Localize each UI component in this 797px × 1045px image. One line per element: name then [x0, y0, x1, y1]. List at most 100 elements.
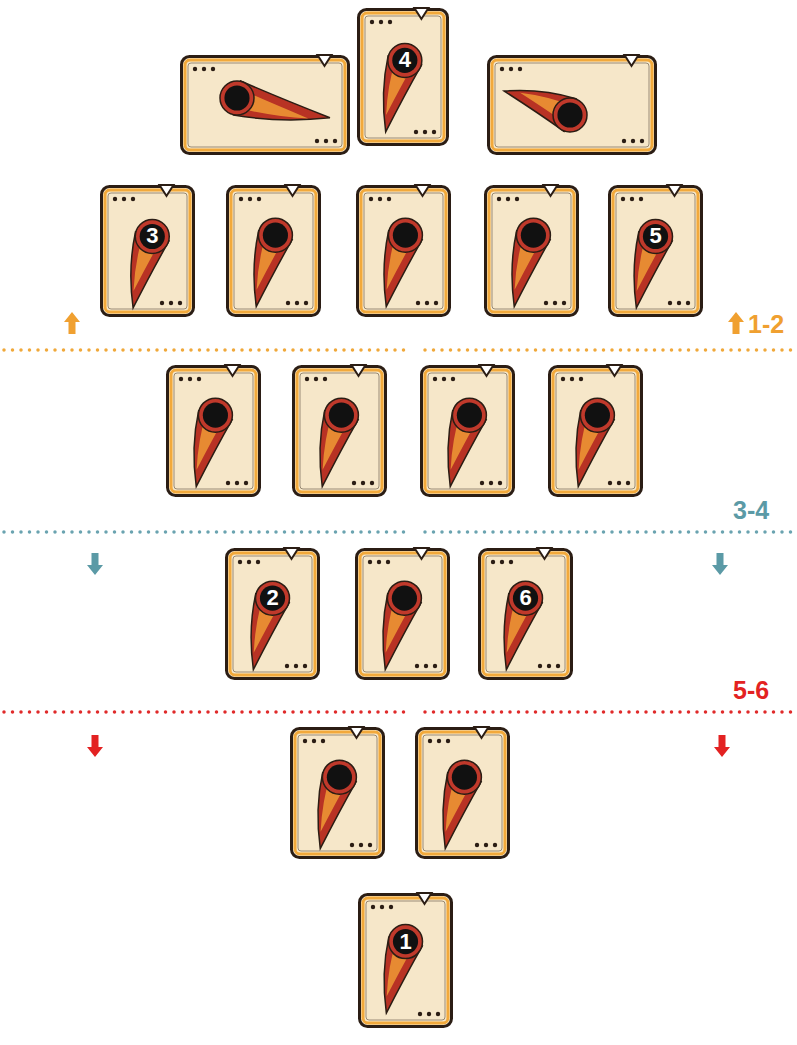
card-notch — [668, 185, 682, 196]
card-inner-border — [298, 735, 377, 851]
card-border — [553, 370, 638, 492]
card-dot — [226, 481, 230, 485]
card-inner-border — [366, 901, 445, 1020]
card-dot — [544, 301, 548, 305]
card-border — [360, 553, 445, 675]
comet-ring — [322, 760, 356, 794]
card-dot — [686, 301, 690, 305]
comet-ring — [198, 398, 232, 432]
card-border — [420, 732, 505, 854]
dotted-divider — [425, 530, 794, 534]
card-illustration — [100, 185, 195, 317]
card-illustration — [225, 548, 320, 680]
card-dot — [553, 301, 557, 305]
card-dot — [509, 67, 513, 71]
card-dot — [122, 197, 126, 201]
card-face — [168, 367, 260, 496]
comet-ring — [452, 398, 486, 432]
card-dot — [556, 664, 560, 668]
card-dot — [432, 130, 436, 134]
comet-ring — [389, 925, 423, 959]
card-number: 3 — [146, 224, 158, 248]
comet-core — [393, 223, 418, 248]
card-face — [358, 187, 450, 316]
card-dot — [608, 481, 612, 485]
numbered-card: 6 — [478, 548, 573, 680]
comet-core — [140, 224, 165, 249]
comet-core — [224, 85, 249, 110]
up-arrow — [64, 312, 80, 334]
card-back — [358, 185, 450, 316]
card-back — [228, 185, 320, 316]
card-inner-border — [234, 193, 313, 309]
comet-core — [203, 403, 228, 428]
card-dot — [387, 197, 391, 201]
card-face — [227, 550, 319, 679]
card-dot — [193, 67, 197, 71]
comet-ring — [258, 218, 292, 252]
card-notch — [416, 185, 430, 196]
numbered-card: 3 — [100, 185, 195, 317]
card-face — [228, 187, 320, 316]
roll-range-divider — [4, 350, 794, 712]
card-illustration — [608, 185, 703, 317]
comet-ring — [580, 398, 614, 432]
card-dot — [378, 197, 382, 201]
card-border — [297, 370, 382, 492]
dotted-divider — [425, 348, 794, 352]
card-dot — [352, 481, 356, 485]
card-dot — [416, 301, 420, 305]
card-back — [486, 185, 578, 316]
down-arrow — [712, 553, 728, 575]
comet-core — [329, 403, 354, 428]
card-dot — [639, 197, 643, 201]
card-dot — [247, 560, 251, 564]
comet-ring — [324, 398, 358, 432]
card-notch — [418, 893, 432, 904]
card-dot — [295, 301, 299, 305]
comet-core — [643, 224, 668, 249]
card-dot — [491, 560, 495, 564]
card-dot — [294, 664, 298, 668]
card-back — [168, 365, 260, 496]
dotted-divider — [4, 348, 412, 352]
card-notch — [318, 55, 332, 66]
card-inner-border — [486, 556, 565, 672]
card-dot — [500, 560, 504, 564]
card-inner-border — [428, 373, 507, 489]
card-back — [489, 55, 656, 154]
comet-core — [585, 403, 610, 428]
card-dot — [256, 560, 260, 564]
card-dot — [371, 905, 375, 909]
card-dot — [515, 197, 519, 201]
card-dot — [424, 664, 428, 668]
card-dot — [506, 197, 510, 201]
card-border — [361, 190, 446, 312]
numbered-card: 5 — [608, 185, 703, 317]
card-notch — [608, 365, 622, 376]
card-notch — [160, 185, 174, 196]
card-dot — [380, 905, 384, 909]
card-face — [182, 57, 349, 154]
card-border — [492, 60, 652, 150]
card-dot — [197, 377, 201, 381]
comet-core — [393, 929, 418, 954]
card-illustration — [357, 8, 449, 146]
dotted-divider — [4, 530, 412, 534]
card-dot — [561, 377, 565, 381]
card-border — [362, 13, 444, 141]
card-notch — [285, 548, 299, 559]
card-border — [483, 553, 568, 675]
card-dot — [386, 560, 390, 564]
card-inner-border — [363, 556, 442, 672]
card-number: 1 — [399, 930, 411, 954]
card-dot — [377, 560, 381, 564]
card-border — [425, 370, 510, 492]
comet-ring — [516, 218, 550, 252]
card-notch — [226, 365, 240, 376]
card-number: 2 — [266, 586, 278, 610]
card-border — [613, 190, 698, 312]
card-dot — [425, 301, 429, 305]
card-dot — [321, 739, 325, 743]
comet-ring — [509, 581, 543, 615]
